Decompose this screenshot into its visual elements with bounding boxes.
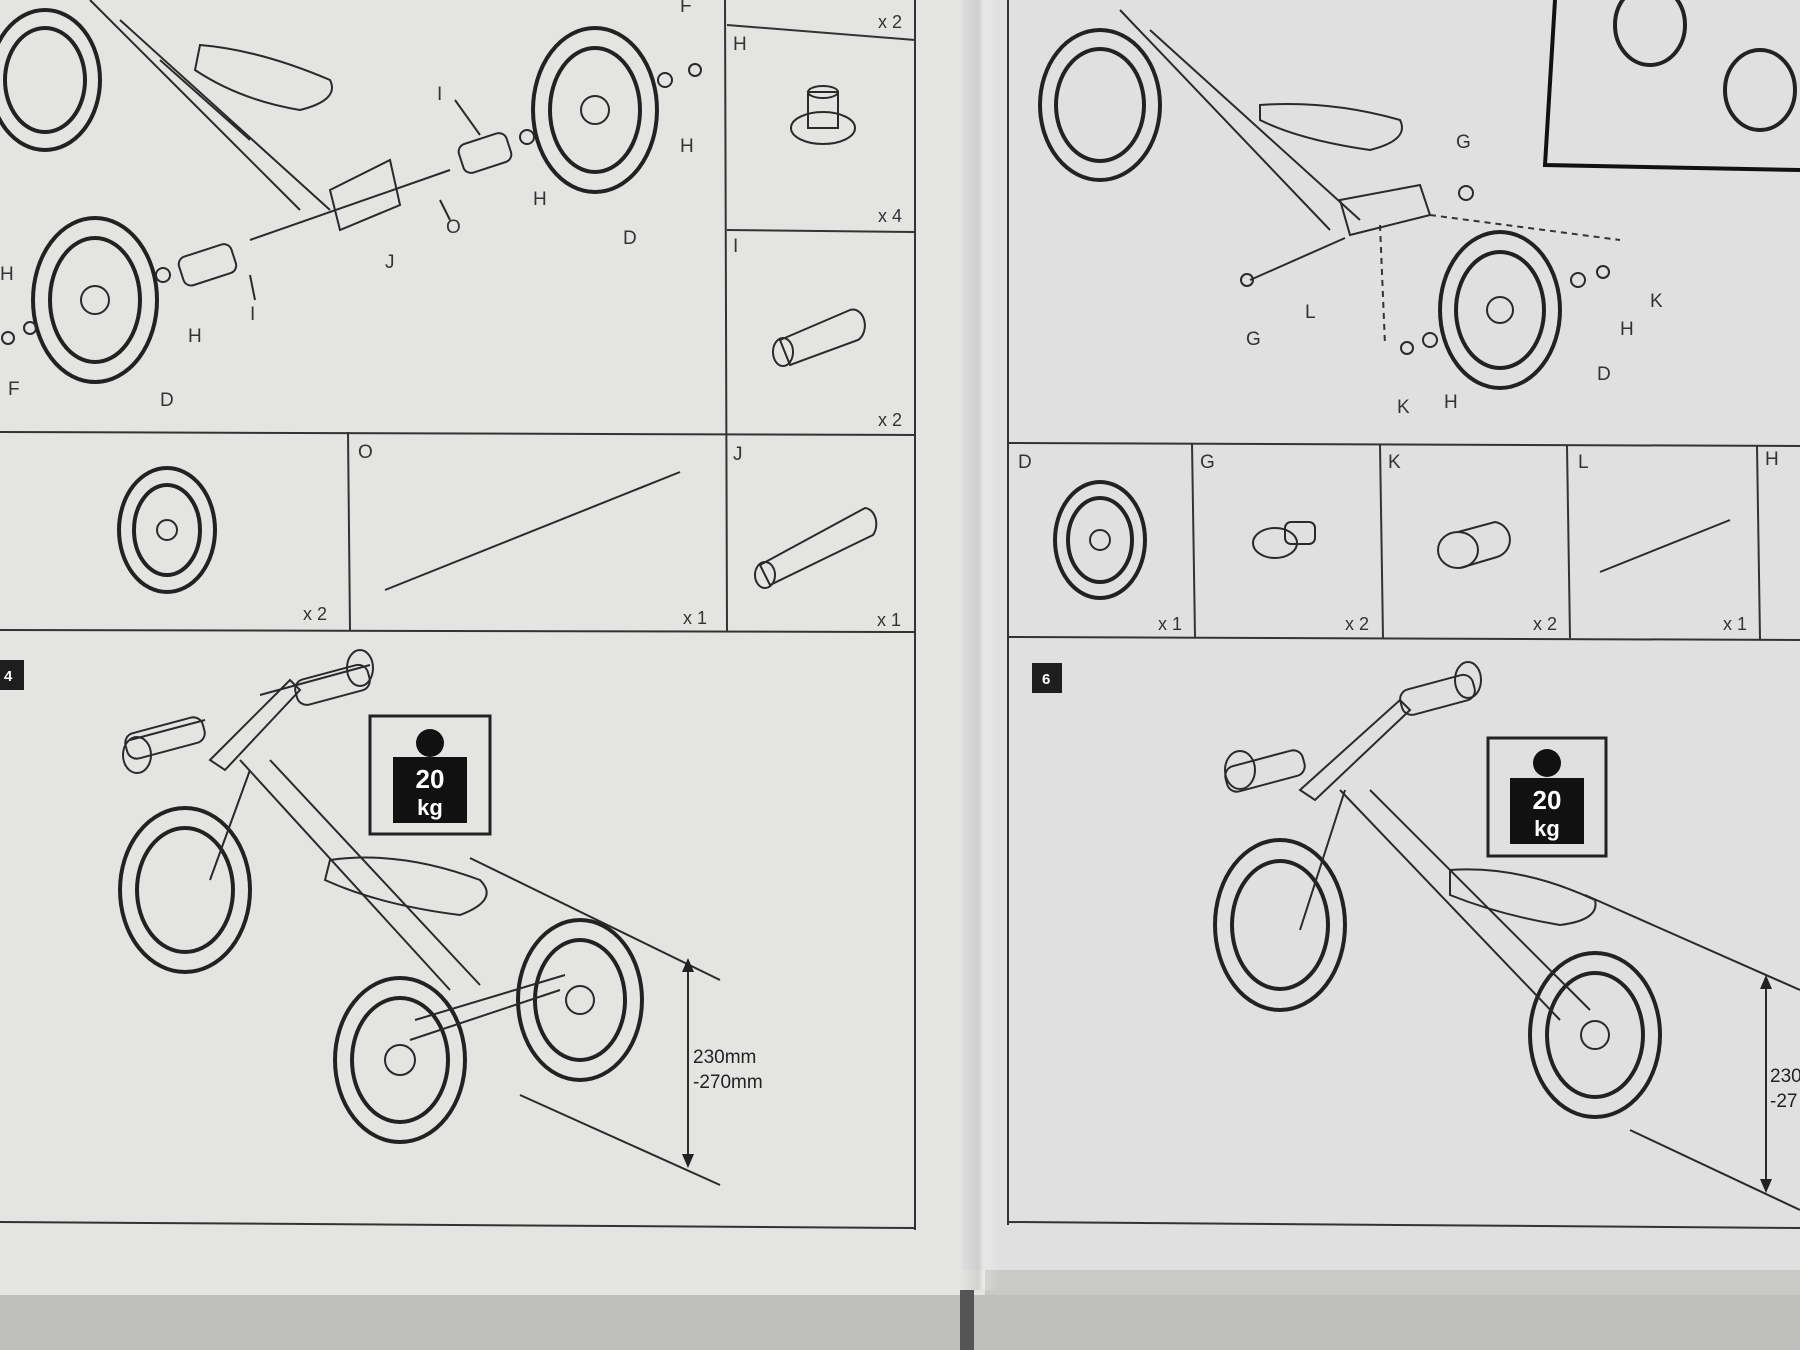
weight-value: 20 (1533, 785, 1562, 815)
part-quantity: x 1 (1158, 614, 1182, 634)
weight-value: 20 (416, 764, 445, 794)
step-number: 4 (4, 668, 13, 685)
callout-label: O (446, 217, 461, 238)
part-wheel (117, 466, 217, 594)
left-top-callouts: F I H H O J D H H I F D (0, 0, 694, 411)
part-g-cap (1252, 521, 1316, 559)
dimension-line-2: -270mm (693, 1072, 763, 1093)
part-label: I (733, 236, 738, 257)
balance-bike-illustration (1213, 661, 1662, 1119)
part-quantity: x 2 (878, 12, 902, 32)
weight-limit-icon: 20 kg (1486, 736, 1608, 858)
floor-tile-line (960, 1290, 974, 1350)
callout-label: H (680, 136, 694, 157)
part-quantity: x 2 (1345, 614, 1369, 634)
part-label: G (1200, 452, 1215, 473)
part-label: H (1765, 449, 1779, 470)
left-parts-row: x 2 O x 1 J x 1 (117, 442, 901, 630)
tricycle-illustration (118, 649, 644, 1144)
left-instruction-sheet (0, 0, 985, 1300)
part-d-wheel (1053, 480, 1147, 600)
left-grid (0, 0, 916, 1230)
floor-strip (0, 1295, 1800, 1350)
callout-label: D (1597, 364, 1611, 385)
part-o-axle (384, 471, 681, 591)
weight-unit: kg (1534, 816, 1560, 841)
part-quantity: x 1 (877, 610, 901, 630)
paper-fold (960, 0, 1000, 1290)
right-exploded-bike (1038, 0, 1797, 390)
step-number-badge (0, 660, 24, 690)
part-label: L (1578, 452, 1589, 473)
step-6-panel: 6 20 kg (1032, 661, 1800, 1211)
callout-label: K (1397, 397, 1410, 418)
callout-label: K (1650, 291, 1663, 312)
step-number-badge (1032, 663, 1062, 693)
callout-label: J (385, 252, 395, 273)
callout-label: D (160, 390, 174, 411)
callout-label: I (250, 304, 255, 325)
step-4-panel: 4 20 kg (0, 649, 763, 1186)
part-k-spacer (1437, 520, 1511, 569)
part-label: J (733, 444, 743, 465)
part-i-tube (772, 308, 866, 367)
callout-label: F (8, 379, 20, 400)
right-top-callouts: G L G K H D K H (1246, 132, 1663, 418)
dimension-line-2: -27 (1770, 1091, 1797, 1112)
height-dimension: 230mm -270mm (469, 857, 763, 1186)
part-j-tube (754, 506, 878, 589)
part-quantity: x 2 (1533, 614, 1557, 634)
callout-label: L (1305, 302, 1316, 323)
part-label: H (733, 34, 747, 55)
part-l-rod (1599, 519, 1731, 573)
part-quantity: x 2 (878, 410, 902, 430)
callout-label: F (680, 0, 692, 17)
part-quantity: x 2 (303, 604, 327, 624)
part-quantity: x 1 (683, 608, 707, 628)
part-label: D (1018, 452, 1032, 473)
dimension-line-1: 230mm (693, 1047, 756, 1068)
step-number: 6 (1042, 671, 1050, 688)
part-quantity: x 4 (878, 206, 902, 226)
right-grid (1007, 0, 1800, 1229)
callout-label: D (623, 228, 637, 249)
callout-label: H (1444, 392, 1458, 413)
height-dimension: 230 -27 (1584, 894, 1800, 1211)
callout-label: H (533, 189, 547, 210)
callout-label: H (188, 326, 202, 347)
part-h-bushing (790, 85, 856, 145)
weight-unit: kg (417, 795, 443, 820)
part-label: O (358, 442, 373, 463)
part-quantity: x 1 (1723, 614, 1747, 634)
right-instruction-sheet (962, 0, 1800, 1270)
dimension-line-1: 230 (1770, 1066, 1800, 1087)
part-label: K (1388, 452, 1401, 473)
callout-label: G (1246, 329, 1261, 350)
callout-label: H (0, 264, 14, 285)
right-parts-row: D x 1 G x 2 K x 2 L x 1 H (1018, 449, 1779, 634)
callout-label: G (1456, 132, 1471, 153)
left-side-parts: x 2 H x 4 I x 2 (733, 12, 902, 430)
callout-label: I (437, 84, 442, 105)
weight-limit-icon: 20 kg (368, 714, 492, 836)
callout-label: H (1620, 319, 1634, 340)
left-exploded-bike (0, 0, 702, 384)
